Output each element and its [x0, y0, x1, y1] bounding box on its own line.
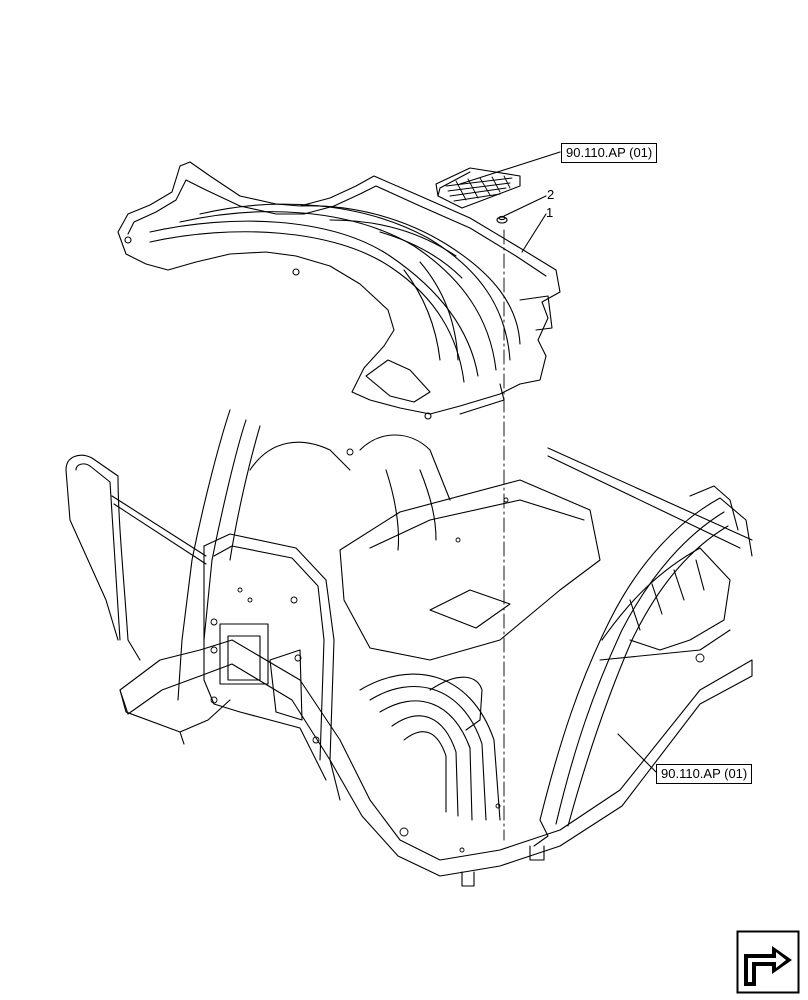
reference-link-top[interactable]: 90.110.AP (01)	[561, 143, 658, 163]
fastener-part	[496, 215, 508, 224]
floor-mat-part	[117, 161, 561, 420]
next-page-arrow-icon-graphic	[736, 930, 800, 994]
callout-item-1: 1	[546, 205, 554, 220]
callout-item-2: 2	[547, 187, 555, 202]
reference-link-bottom[interactable]: 90.110.AP (01)	[656, 764, 753, 784]
cab-frame-part	[65, 409, 753, 887]
step-tread-part	[435, 167, 521, 209]
next-page-arrow-icon[interactable]	[736, 930, 800, 994]
